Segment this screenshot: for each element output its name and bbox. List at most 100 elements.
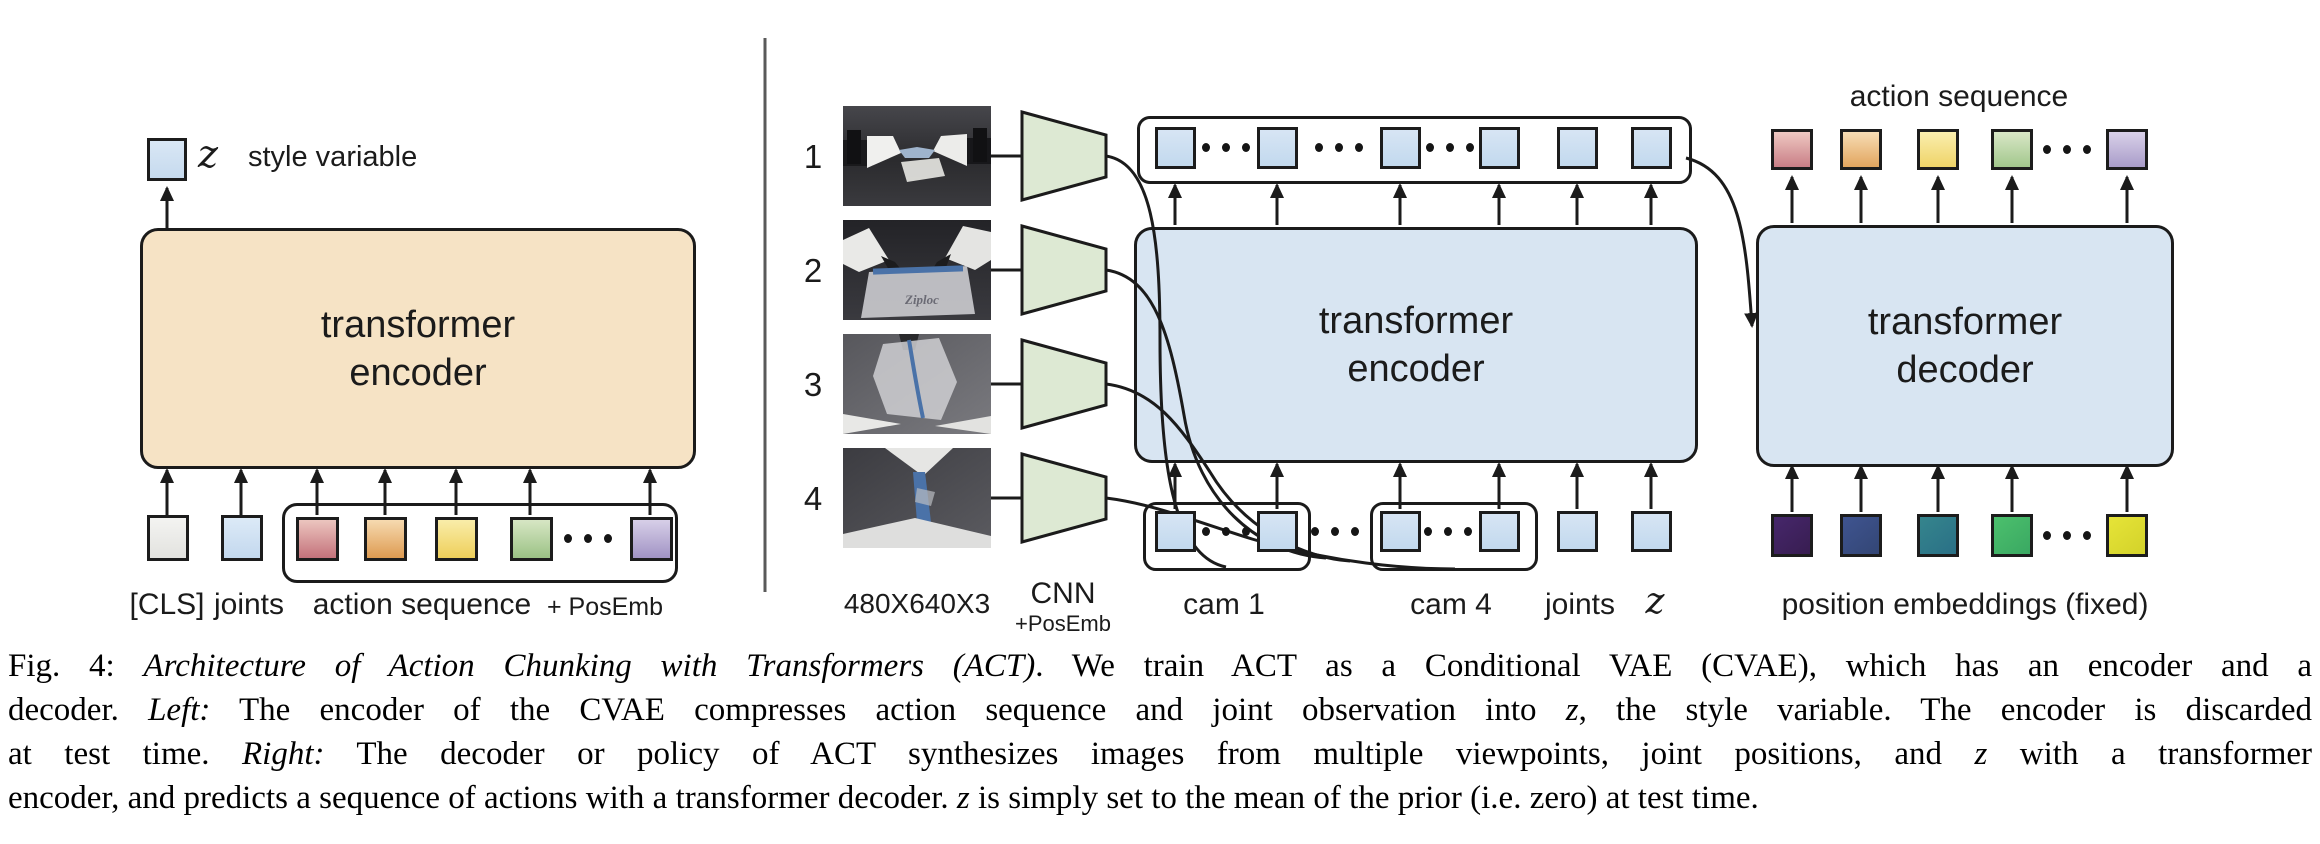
left-action-square — [630, 517, 673, 561]
caption-line-4: encoder, and predicts a sequence of acti… — [8, 776, 2312, 820]
right-action-square — [1991, 129, 2033, 170]
style-variable-square — [147, 138, 187, 181]
mid-bottom-square — [1631, 511, 1672, 552]
left-inputs-square — [147, 515, 189, 561]
pos-emb-square — [1991, 514, 2033, 557]
pos-emb-square — [1840, 514, 1882, 557]
caption-italic-segment: z — [956, 780, 970, 816]
caption-segment: at test time. — [8, 736, 242, 772]
middle-joints-label: joints — [1544, 588, 1616, 621]
transformer-encoder-label-line2: encoder — [1347, 348, 1485, 390]
encoder-output-token-row — [1137, 116, 1692, 184]
cnn-label: CNN — [1030, 577, 1096, 610]
caption-segment: is simply set to the mean of the prior (… — [969, 780, 1759, 816]
caption-italic-segment: z — [1974, 736, 1988, 772]
left-action-square — [510, 517, 553, 561]
camera-image-3 — [843, 334, 991, 434]
mid-bottom-square — [1479, 511, 1520, 552]
cnn-trapezoid-4 — [1020, 452, 1108, 544]
caption-italic-segment: Left: — [148, 692, 211, 728]
left-joints-label: joints — [213, 588, 285, 621]
ziploc-logo-text: Ziploc — [904, 292, 939, 307]
caption-segment: Fig. 4: — [8, 648, 144, 684]
cls-label: [CLS] — [129, 588, 205, 621]
style-variable-symbol: z — [198, 132, 219, 176]
transformer-decoder-label-line2: decoder — [1896, 349, 2034, 391]
style-variable-label: style variable — [248, 141, 418, 173]
left-action-square — [296, 517, 339, 561]
caption-italic-segment: z — [1565, 692, 1579, 728]
mid-top-square — [1479, 127, 1520, 169]
cnn-posemb-label: +PosEmb — [1015, 611, 1111, 636]
mid-bottom-square — [1257, 511, 1298, 552]
caption-italic-segment: Architecture of Action Chunking with Tra… — [143, 648, 1036, 684]
figure-caption: Fig. 4: Architecture of Action Chunking … — [0, 644, 2320, 820]
transformer-decoder-label-line1: transformer — [1867, 301, 2063, 343]
left-action-sequence-label: action sequence — [312, 588, 532, 621]
caption-segment: The decoder or policy of ACT synthesizes… — [324, 736, 1975, 772]
mid-top-ellipsis-dots — [1202, 143, 1250, 152]
camera-image-4 — [843, 448, 991, 548]
mid-bottom-ellipsis-dots — [1424, 526, 1472, 536]
caption-line-1: Fig. 4: Architecture of Action Chunking … — [8, 644, 2312, 688]
transformer-encoder-label-line1: transformer — [1318, 300, 1514, 342]
mid-top-square — [1380, 127, 1421, 169]
cnn-trapezoids — [1020, 110, 1108, 544]
left-inputs-square — [221, 515, 263, 561]
pos-emb-square — [1917, 514, 1959, 557]
transformer-encoder-box: transformer encoder — [1134, 227, 1698, 463]
caption-segment: , the style variable. The encoder is dis… — [1578, 692, 2313, 728]
pos-emb-square — [1771, 514, 1813, 557]
image-dimensions-label: 480X640X3 — [843, 588, 991, 619]
mid-bottom-ellipsis-dots — [1311, 526, 1359, 536]
cam4-label: cam 4 — [1410, 588, 1492, 621]
mid-bottom-square — [1380, 511, 1421, 552]
cvae-encoder-box: transformer encoder — [140, 228, 696, 469]
camera-number-2: 2 — [803, 252, 823, 289]
caption-segment: with a transformer — [1987, 736, 2313, 772]
camera-number-1: 1 — [803, 138, 823, 175]
caption-line-3: at test time. Right: The decoder or poli… — [8, 732, 2312, 776]
mid-bottom-ellipsis-dots — [1202, 526, 1250, 536]
left-action-square — [435, 517, 478, 561]
position-embeddings-label: position embeddings (fixed) — [1781, 588, 2149, 621]
right-action-square — [1840, 129, 1882, 170]
caption-italic-segment: Right: — [242, 736, 325, 772]
caption-segment: . We train ACT as a Conditional VAE (CVA… — [1035, 648, 2312, 684]
mid-top-ellipsis-dots — [1426, 143, 1474, 152]
mid-bottom-square — [1155, 511, 1196, 552]
left-action-square — [364, 517, 407, 561]
right-action-square — [2106, 129, 2148, 170]
mid-top-square — [1631, 127, 1672, 169]
mid-top-ellipsis-dots — [1315, 143, 1363, 152]
transformer-decoder-box: transformer decoder — [1756, 225, 2174, 467]
mid-top-square — [1557, 127, 1598, 169]
left-action-ellipsis-dots — [564, 534, 612, 543]
pos-emb-ellipsis-dots — [2043, 530, 2091, 540]
left-posemb-label: + PosEmb — [546, 593, 664, 621]
cnn-trapezoid-2 — [1020, 224, 1108, 316]
cvae-encoder-label-line1: transformer — [320, 303, 516, 346]
cvae-encoder-label-line2: encoder — [349, 351, 487, 394]
middle-z-label: z — [1645, 581, 1665, 622]
camera-image-1 — [843, 106, 991, 206]
caption-segment: encoder, and predicts a sequence of acti… — [8, 780, 957, 816]
pos-emb-square — [2106, 514, 2148, 557]
right-action-square — [1917, 129, 1959, 170]
right-action-sequence-label: action sequence — [1849, 80, 2069, 113]
right-action-ellipsis-dots — [2043, 144, 2091, 154]
camera-number-4: 4 — [803, 480, 823, 517]
mid-top-square — [1257, 127, 1298, 169]
mid-top-square — [1155, 127, 1196, 169]
caption-line-2: decoder. Left: The encoder of the CVAE c… — [8, 688, 2312, 732]
camera-number-3: 3 — [803, 366, 823, 403]
figure-canvas: transformer encoder transformer encoder … — [129, 38, 2174, 636]
right-action-square — [1771, 129, 1813, 170]
caption-segment: decoder. — [8, 692, 149, 728]
cnn-trapezoid-1 — [1020, 110, 1108, 202]
caption-segment: The encoder of the CVAE compresses actio… — [210, 692, 1566, 728]
mid-bottom-square — [1557, 511, 1598, 552]
cam1-label: cam 1 — [1183, 588, 1265, 621]
camera-image-2: Ziploc — [843, 220, 991, 320]
